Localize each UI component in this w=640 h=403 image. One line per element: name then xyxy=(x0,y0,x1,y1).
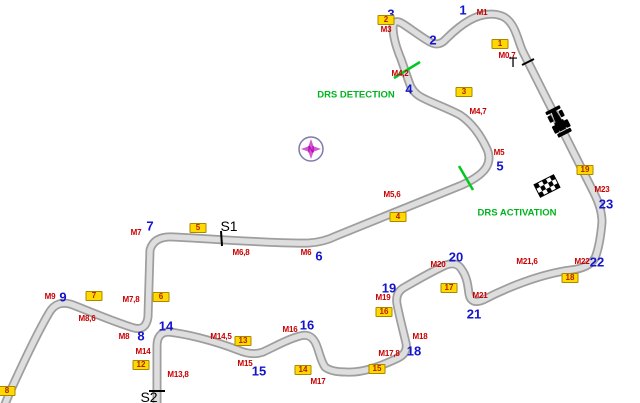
marshal-distance-label: M14 xyxy=(135,347,151,356)
marshal-distance-label: M5 xyxy=(493,148,505,157)
marshal-post: 14 xyxy=(294,365,312,375)
turn-number: 8 xyxy=(137,328,145,344)
marshal-post: 12 xyxy=(132,360,150,370)
marshal-distance-label: M21 xyxy=(472,291,488,300)
marshal-post: 19 xyxy=(576,165,594,175)
turn-number: 14 xyxy=(158,318,174,334)
marshal-post: 7 xyxy=(85,291,103,301)
marshal-distance-label: M7,8 xyxy=(122,295,140,304)
drs-detection-label: DRS DETECTION xyxy=(317,89,395,101)
marshal-post: 2 xyxy=(377,15,395,25)
timing-line-tick xyxy=(521,58,535,66)
drs-activation-line xyxy=(457,165,475,191)
marshal-post: 18 xyxy=(561,273,579,283)
turn-number: 19 xyxy=(381,280,397,296)
marshal-distance-label: M16 xyxy=(282,325,298,334)
marshal-distance-label: M14,5 xyxy=(210,332,232,341)
marshal-post: 4 xyxy=(389,212,407,222)
turn-number: 7 xyxy=(146,218,154,234)
turn-number: 15 xyxy=(251,363,267,379)
timing-line-label: T xyxy=(508,54,518,70)
turn-number: 20 xyxy=(448,249,464,265)
marshal-post: 6 xyxy=(152,292,170,302)
race-car-icon xyxy=(545,105,572,138)
turn-number: 18 xyxy=(406,343,422,359)
marshal-distance-label: M18 xyxy=(412,332,428,341)
marshal-post: 5 xyxy=(189,223,207,233)
turn-number: 1 xyxy=(459,2,467,18)
marshal-distance-label: M4,7 xyxy=(469,107,487,116)
turn-number: 6 xyxy=(315,248,323,264)
marshal-distance-label: M7 xyxy=(130,228,142,237)
turn-number: 22 xyxy=(589,254,605,270)
sector1-label: S1 xyxy=(220,218,238,234)
marshal-post: 3 xyxy=(455,87,473,97)
drs-activation-label: DRS ACTIVATION xyxy=(477,207,557,219)
marshal-distance-label: M23 xyxy=(594,185,610,194)
turn-number: 3 xyxy=(387,6,395,22)
marshal-distance-label: M3 xyxy=(380,25,392,34)
sector2-label: S2 xyxy=(140,389,158,403)
turn-number: 4 xyxy=(405,81,413,97)
marshal-distance-label: M5,6 xyxy=(383,190,401,199)
marshal-distance-label: M4,2 xyxy=(391,69,409,78)
marshal-distance-label: M21,6 xyxy=(516,257,538,266)
marshal-distance-label: M6 xyxy=(300,248,312,257)
marshal-distance-label: M17,8 xyxy=(378,349,400,358)
turn-number: 9 xyxy=(59,289,67,305)
marshal-post: 1 xyxy=(491,39,509,49)
marshal-distance-label: M6,8 xyxy=(232,248,250,257)
turn-number: 5 xyxy=(496,158,504,174)
marshal-distance-label: M19 xyxy=(375,293,391,302)
marshal-distance-label: M20 xyxy=(430,260,446,269)
compass-icon xyxy=(298,136,324,162)
marshal-distance-label: M0,7 xyxy=(498,51,516,60)
marshal-distance-label: M8,6 xyxy=(78,314,96,323)
turn-number: 16 xyxy=(299,317,315,333)
turn-number: 2 xyxy=(429,32,437,48)
checkered-flag-icon xyxy=(533,174,561,198)
drs-detection-line xyxy=(393,60,421,80)
marshal-post: 13 xyxy=(234,336,252,346)
marshal-post: 17 xyxy=(440,283,458,293)
marshal-post: 15 xyxy=(368,364,386,374)
marshal-distance-label: M22 xyxy=(574,257,590,266)
marshal-distance-label: M15 xyxy=(237,359,253,368)
compass-north-label: N xyxy=(307,144,315,155)
marshal-distance-label: M8 xyxy=(118,332,130,341)
turn-number: 21 xyxy=(466,306,482,322)
marshal-distance-label: M1 xyxy=(476,8,488,17)
marshal-post: 16 xyxy=(375,307,393,317)
marshal-distance-label: M13,8 xyxy=(167,370,189,379)
turn-number: 23 xyxy=(598,196,614,212)
marshal-distance-label: M17 xyxy=(310,377,326,386)
sector1-tick xyxy=(220,230,223,247)
marshal-post: 8 xyxy=(0,386,16,396)
marshal-distance-label: M9 xyxy=(44,292,56,301)
